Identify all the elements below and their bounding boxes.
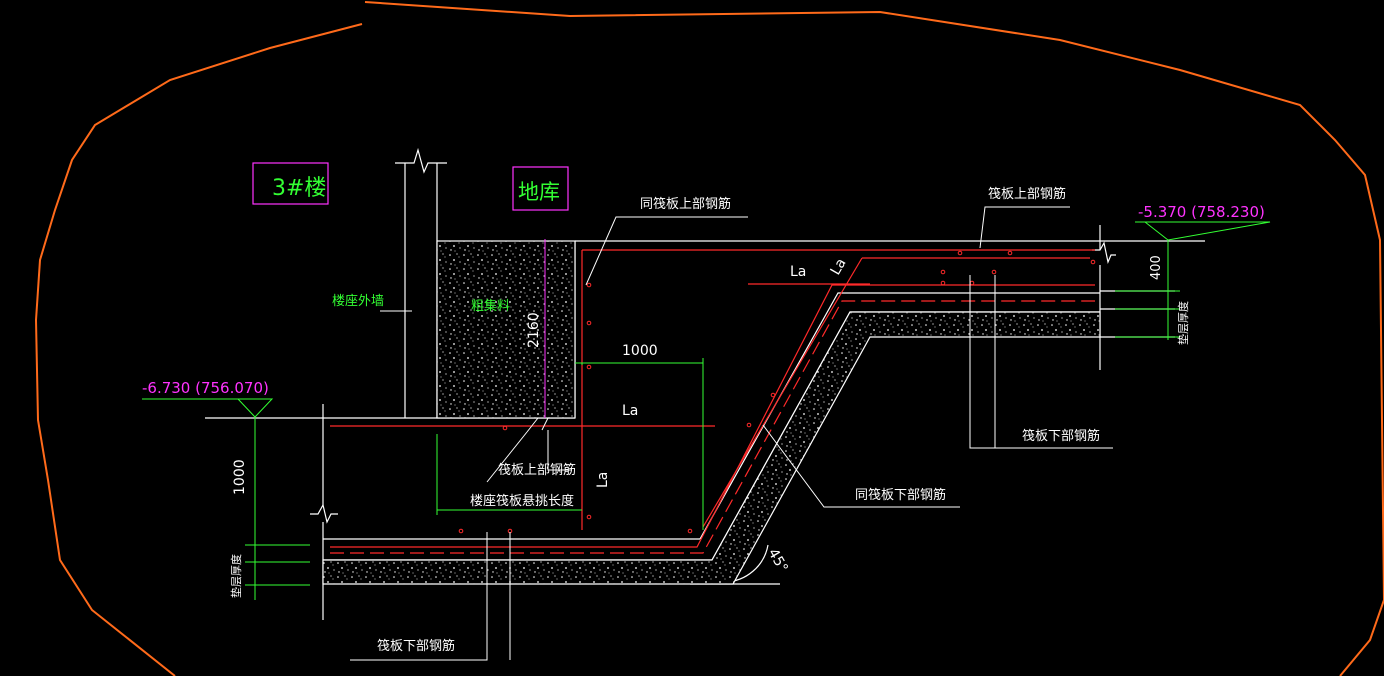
dim-2160: 2160 [526, 312, 542, 348]
fill-material-label: 粗集料 [471, 298, 510, 314]
dim-la-1: La [622, 403, 638, 419]
structure-lines [205, 147, 1205, 620]
dim-1000-top: 1000 [622, 343, 658, 359]
dim-angle: 45° [765, 546, 791, 576]
raft-top-rebar-right-label: 筏板上部钢筋 [988, 186, 1066, 202]
dim-la-2: La [595, 472, 611, 488]
dimension-lines [142, 221, 1271, 600]
garage-label: 地库 [518, 180, 560, 204]
cantilever-length-label: 楼座筏板悬挑长度 [470, 493, 574, 509]
dim-400: 400 [1149, 255, 1164, 280]
cushion-right-label: 垫层厚度 [1176, 301, 1190, 345]
raft-bottom-rebar-right-label: 筏板下部钢筋 [1022, 428, 1100, 444]
building-label-box [252, 162, 329, 205]
dim-1000-left: 1000 [232, 459, 248, 495]
same-raft-top-rebar-label: 同筏板上部钢筋 [640, 196, 731, 212]
dim-la-3: La [790, 264, 806, 280]
building-label: 3#楼 [272, 176, 326, 201]
cushion-layer [322, 311, 1101, 585]
garage-label-box [512, 166, 569, 211]
raft-bottom-rebar-left-label: 筏板下部钢筋 [377, 638, 455, 654]
elevation-left: -6.730 (756.070) [142, 379, 269, 397]
leader-lines [350, 206, 1113, 661]
revision-cloud [34, 1, 1384, 676]
fill-material-block [436, 240, 576, 419]
same-raft-bottom-rebar-label: 同筏板下部钢筋 [855, 487, 946, 503]
cushion-left-label: 垫层厚度 [229, 554, 243, 598]
raft-top-rebar-mid-label: 筏板上部钢筋 [498, 462, 576, 478]
elevation-right: -5.370 (758.230) [1138, 203, 1265, 221]
dim-la-4: La [828, 256, 850, 278]
outer-wall-label: 楼座外墙 [332, 294, 384, 309]
rebar-lines [330, 249, 1095, 554]
